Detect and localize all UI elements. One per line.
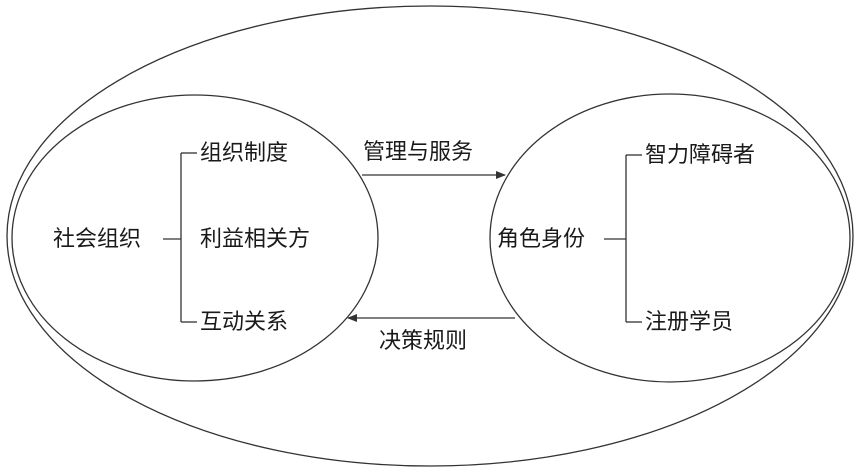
left-bracket	[163, 152, 197, 323]
left-circle	[11, 94, 379, 382]
right-bracket	[604, 154, 642, 323]
top-arrow-label: 管理与服务	[363, 140, 473, 165]
outer-ellipse	[6, 5, 854, 467]
left-root-label: 社会组织	[53, 227, 141, 252]
right-root-label: 角色身份	[497, 227, 585, 252]
bottom-arrow-label: 决策规则	[379, 329, 467, 354]
right-circle	[489, 93, 851, 383]
right-branch-1-label: 智力障碍者	[645, 143, 755, 168]
left-branch-3-label: 互动关系	[200, 310, 288, 335]
left-branch-2-label: 利益相关方	[200, 227, 310, 252]
right-branch-2-label: 注册学员	[645, 310, 733, 335]
left-branch-1-label: 组织制度	[200, 141, 288, 166]
